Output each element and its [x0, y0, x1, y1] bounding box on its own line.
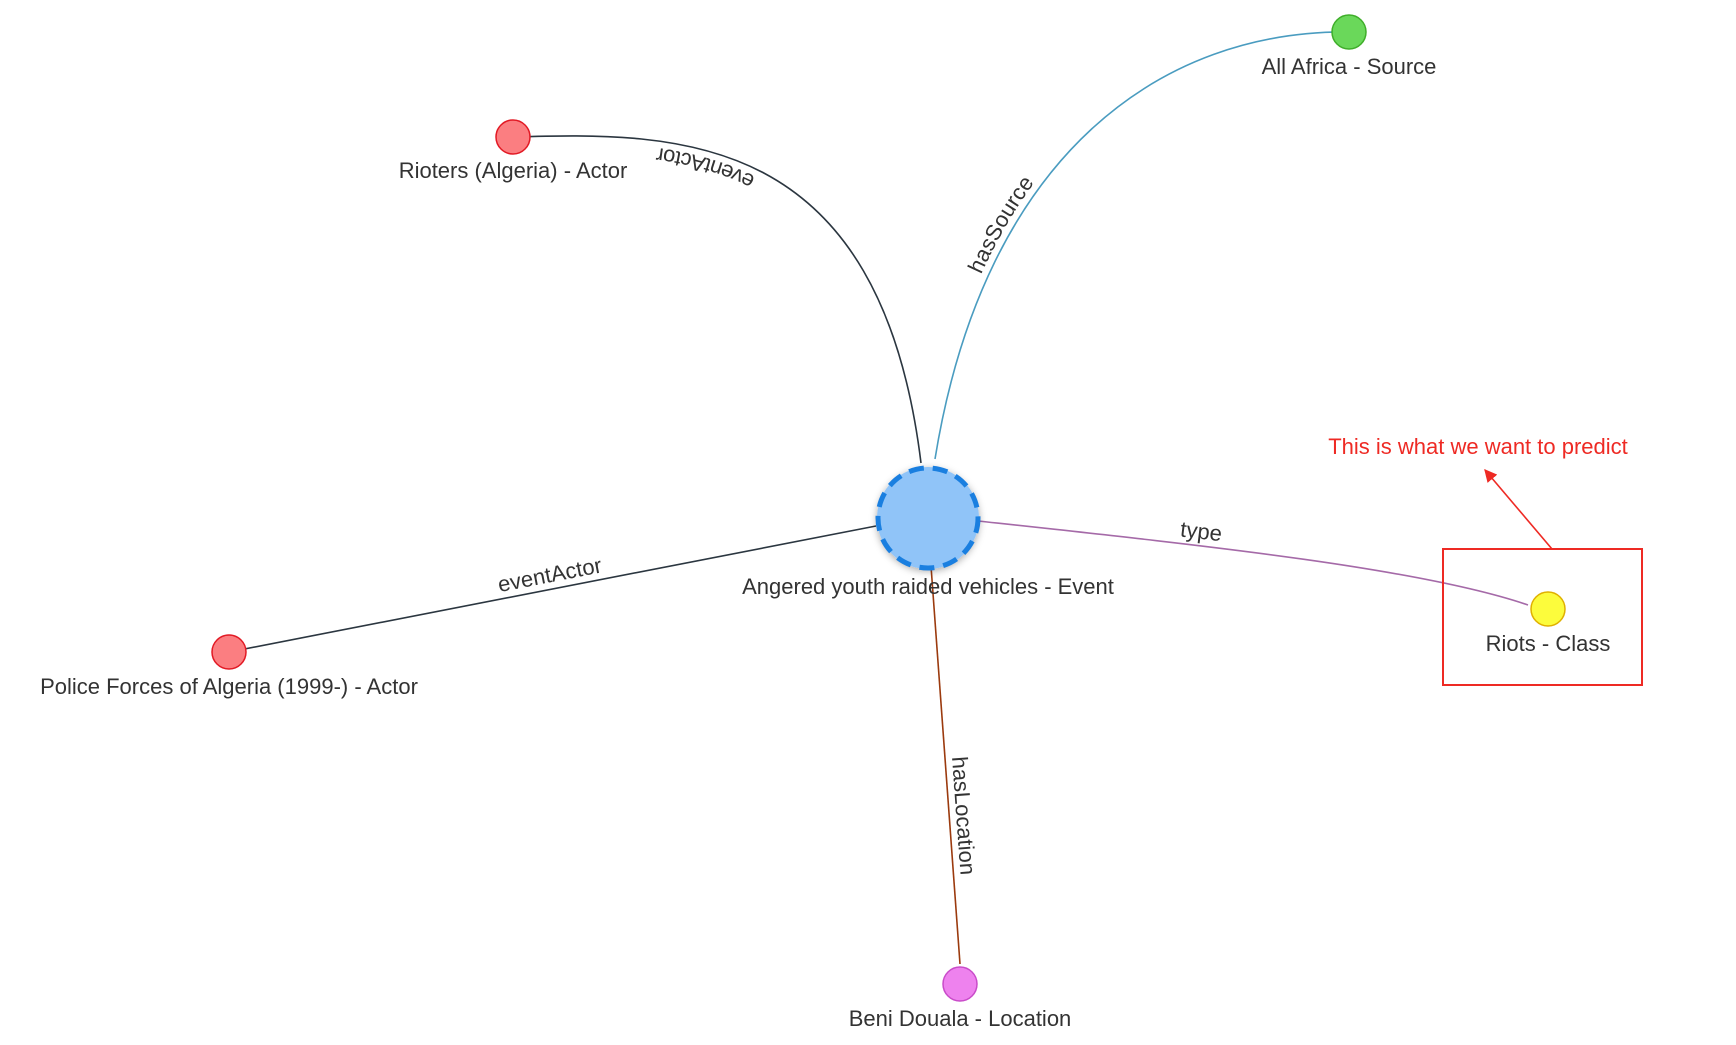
node-label-event: Angered youth raided vehicles - Event [742, 574, 1114, 599]
node-event[interactable] [875, 465, 981, 571]
edge-event-rioters[interactable] [512, 135, 922, 464]
edge-label-source: hasSource [963, 171, 1039, 277]
node-location[interactable] [942, 966, 978, 1002]
node-label-police: Police Forces of Algeria (1999-) - Actor [40, 674, 418, 699]
prediction-arrow [1484, 469, 1553, 550]
edge-event-source[interactable] [934, 31, 1350, 460]
edge-label-police: eventActor [496, 552, 604, 597]
node-label-class: Riots - Class [1486, 631, 1611, 656]
node-label-source: All Africa - Source [1262, 54, 1437, 79]
node-rioters[interactable] [495, 119, 531, 155]
edge-event-class[interactable] [977, 520, 1529, 606]
edge-event-location[interactable] [930, 565, 961, 965]
edge-event-police[interactable] [228, 525, 877, 653]
node-label-rioters: Rioters (Algeria) - Actor [399, 158, 628, 183]
prediction-highlight-box [1442, 548, 1643, 686]
node-class[interactable] [1530, 591, 1566, 627]
prediction-annotation: This is what we want to predict [1328, 434, 1628, 459]
node-police[interactable] [211, 634, 247, 670]
node-label-location: Beni Douala - Location [849, 1006, 1072, 1031]
node-source[interactable] [1331, 14, 1367, 50]
edge-label-class: type [1179, 516, 1223, 546]
